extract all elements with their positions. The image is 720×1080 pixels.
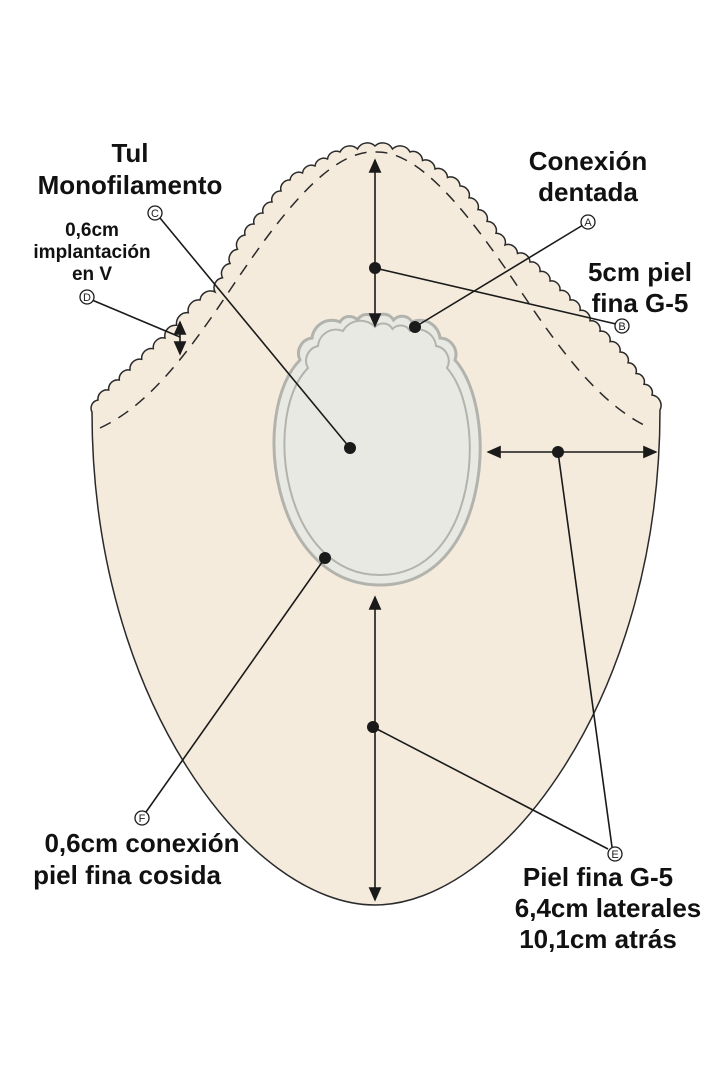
label-piel5: fina G-5 <box>592 288 689 318</box>
label-cosida: piel fina cosida <box>33 860 221 890</box>
marker-d: D <box>83 292 91 304</box>
marker-e: E <box>611 849 618 861</box>
leader-line-d <box>91 299 181 338</box>
label-lateral: 10,1cm atrás <box>519 924 677 954</box>
point-dot <box>369 262 381 274</box>
marker-b: B <box>618 321 625 333</box>
label-tul: Monofilamento <box>38 170 223 200</box>
point-dot <box>552 446 564 458</box>
marker-f-circle <box>134 810 150 826</box>
label-implant: en V <box>72 264 112 285</box>
leader-line-b <box>374 267 617 325</box>
label-conexion: Conexión <box>529 146 647 176</box>
leader-line-e-side <box>557 451 613 848</box>
label-tul: Tul <box>111 138 148 168</box>
leader-line-f <box>145 557 326 813</box>
label-cosida: 0,6cm conexión <box>44 828 239 858</box>
marker-f: F <box>139 813 146 825</box>
label-piel5: 5cm piel <box>588 257 692 287</box>
leader-line-a <box>414 224 584 328</box>
label-implant: 0,6cm <box>65 220 119 241</box>
point-dot <box>409 321 421 333</box>
point-dot <box>367 721 379 733</box>
label-conexion: dentada <box>538 177 638 207</box>
leader-line-c <box>159 217 351 449</box>
point-dot <box>344 442 356 454</box>
marker-a: A <box>584 217 592 229</box>
leader-line-e-back <box>372 726 609 850</box>
perimeter-dashed-line <box>99 151 651 429</box>
marker-e-circle <box>607 846 623 862</box>
marker-d-circle <box>79 289 95 305</box>
point-dot <box>319 552 331 564</box>
marker-c: C <box>151 208 159 220</box>
label-lateral: 6,4cm laterales <box>515 893 701 923</box>
marker-a-circle <box>580 214 596 230</box>
label-lateral: Piel fina G-5 <box>523 862 673 892</box>
center-mono-area <box>272 312 482 587</box>
marker-b-circle <box>614 318 630 334</box>
marker-c-circle <box>147 205 163 221</box>
label-implant: implantación <box>33 242 150 263</box>
